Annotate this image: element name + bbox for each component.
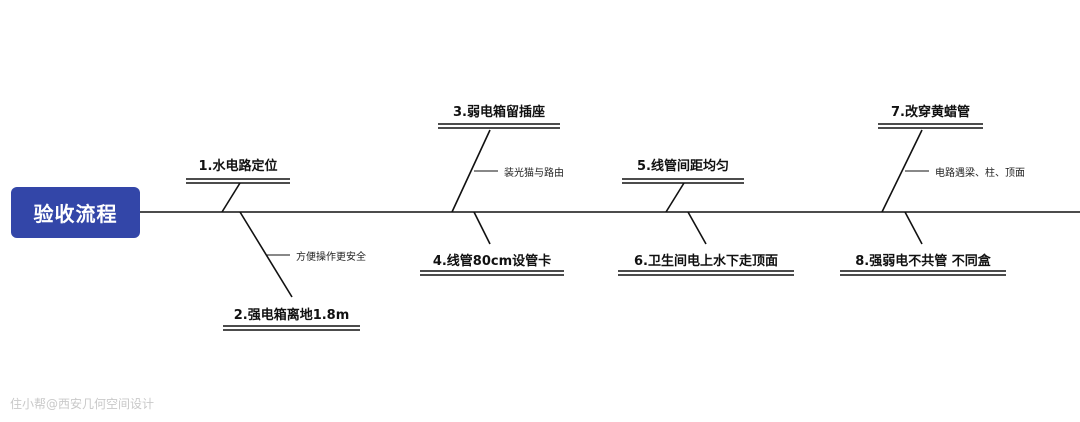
topic-7-label: 7.改穿黄蜡管 <box>891 105 970 120</box>
root-label: 验收流程 <box>33 202 118 226</box>
topic-5-label: 5.线管间距均匀 <box>637 159 729 174</box>
watermark: 住小帮@西安几何空间设计 <box>10 397 155 411</box>
topic-3-label: 3.弱电箱留插座 <box>453 105 545 120</box>
branch-6 <box>687 211 707 245</box>
topic-2-label: 2.强电箱离地1.8m <box>233 308 350 323</box>
branch-7 <box>881 129 923 213</box>
branch-3 <box>451 129 491 213</box>
branch-8 <box>904 211 923 245</box>
branch-5 <box>665 182 685 213</box>
branch-1 <box>221 182 241 213</box>
topic-1-label: 1.水电路定位 <box>198 159 278 174</box>
topic-4-label: 4.线管80cm设管卡 <box>432 254 552 269</box>
topic-2-note: 方便操作更安全 <box>296 252 366 263</box>
topic-8-label: 8.强弱电不共管 不同盒 <box>855 254 991 269</box>
branch-4 <box>473 211 491 245</box>
topic-3-note: 装光猫与路由 <box>504 168 564 179</box>
root-node[interactable]: 验收流程 <box>11 187 140 238</box>
topic-7-note: 电路遇梁、柱、顶面 <box>935 168 1025 179</box>
topic-6-label: 6.卫生间电上水下走顶面 <box>634 254 778 269</box>
